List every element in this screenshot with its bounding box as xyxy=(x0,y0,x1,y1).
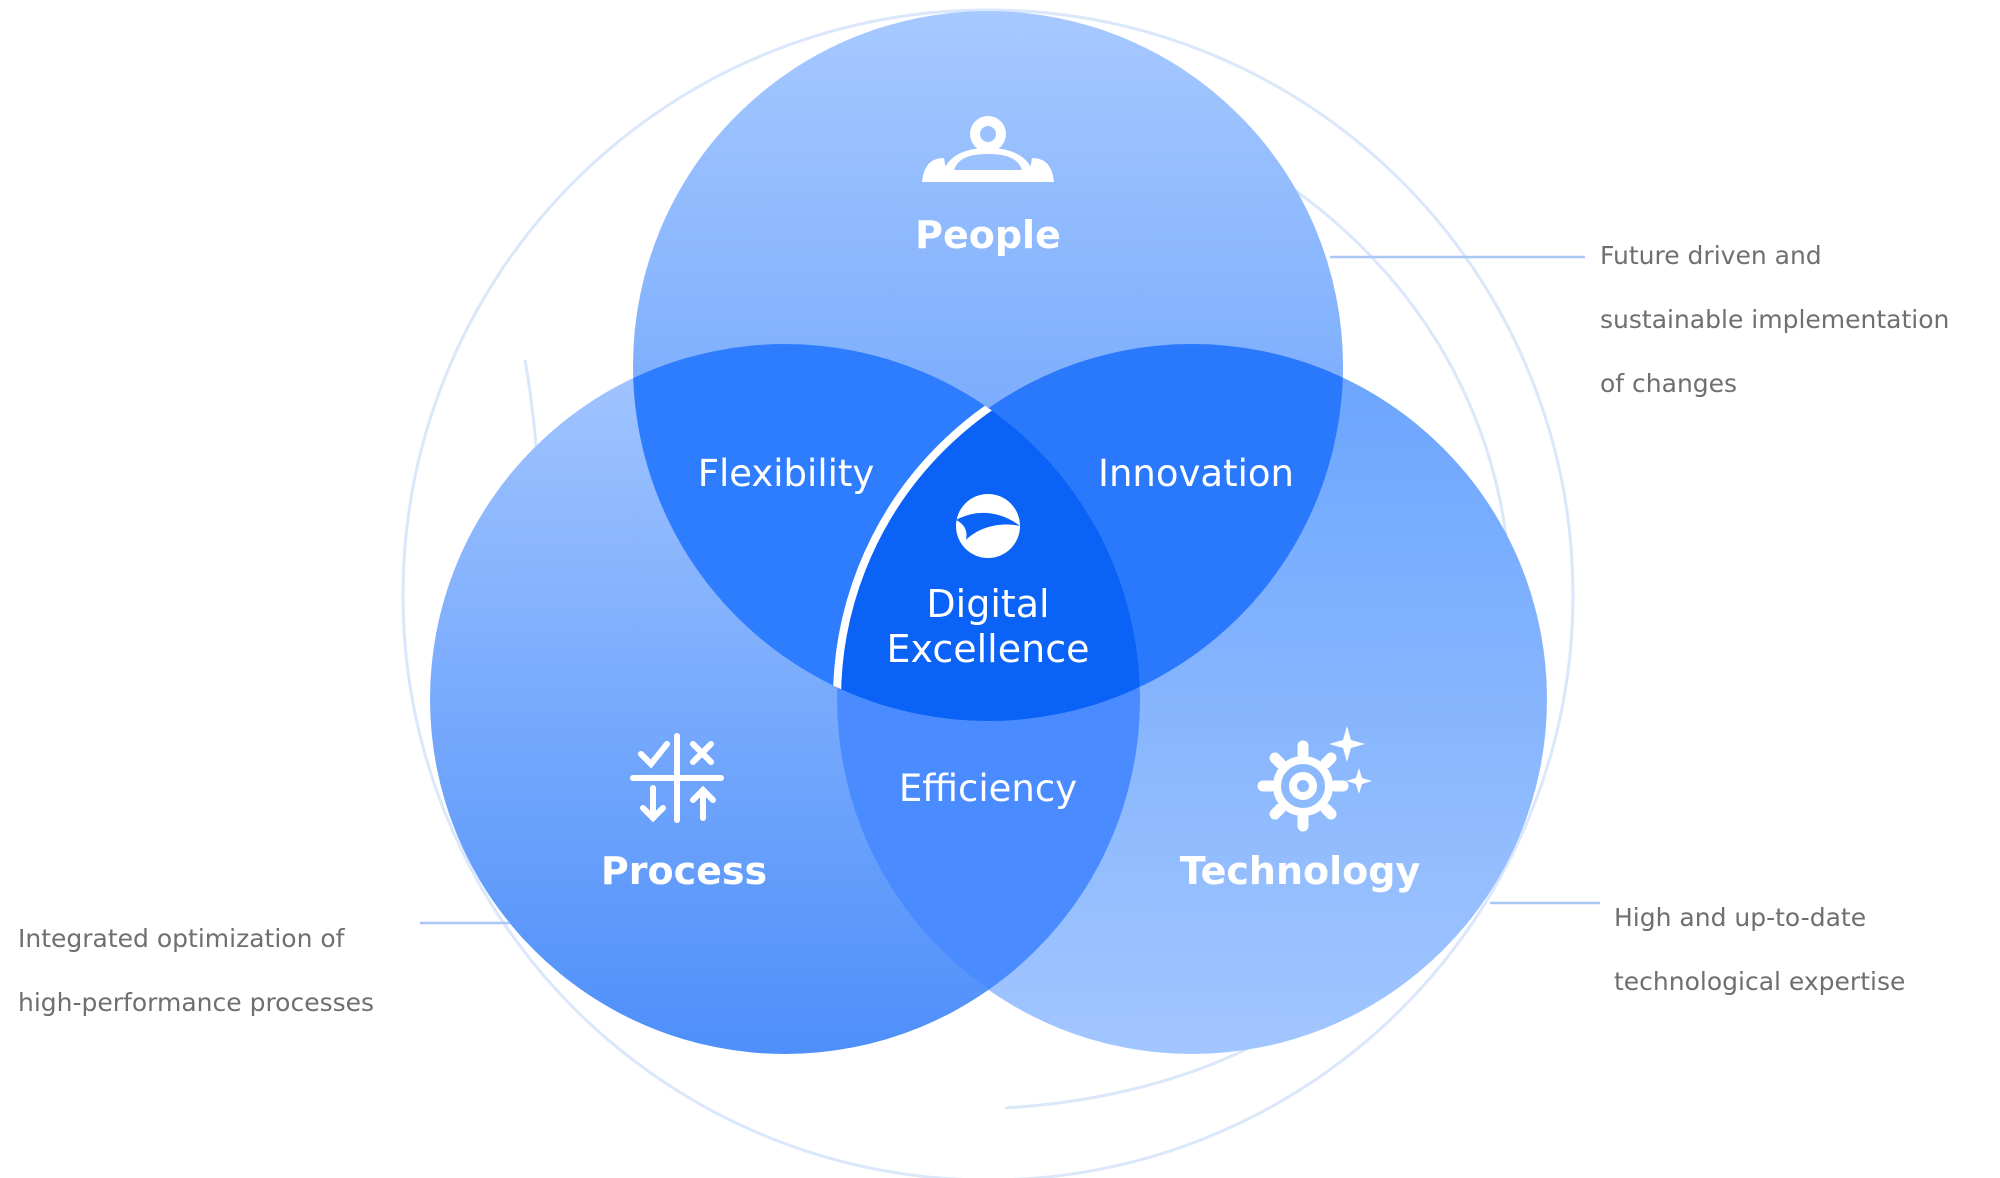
note-bottom-right-line: technological expertise xyxy=(1614,967,1906,996)
note-top-right-line: sustainable implementation xyxy=(1600,305,1950,334)
decision-cross-icon xyxy=(630,733,724,823)
arrow-logo-icon xyxy=(956,494,1020,558)
people-group-icon xyxy=(922,116,1054,182)
gear-sparkle-icon xyxy=(1257,726,1372,832)
efficiency-label: Efficiency xyxy=(899,767,1077,810)
note-top-right-line: Future driven and xyxy=(1600,241,1822,270)
process-title: Process xyxy=(601,849,767,893)
note-left-line: Integrated optimization of xyxy=(18,924,345,953)
center-label-line2: Excellence xyxy=(887,627,1090,671)
technology-title: Technology xyxy=(1180,849,1421,893)
flexibility-label: Flexibility xyxy=(698,452,875,495)
center-label-line1: Digital xyxy=(926,582,1049,626)
note-top-right-line: of changes xyxy=(1600,369,1738,398)
note-left-line: high-performance processes xyxy=(18,988,375,1017)
note-left: Integrated optimization of high-performa… xyxy=(18,891,374,1051)
note-bottom-right: High and up-to-date technological expert… xyxy=(1614,870,1905,1030)
innovation-label: Innovation xyxy=(1098,452,1294,495)
note-bottom-right-line: High and up-to-date xyxy=(1614,903,1867,932)
note-top-right: Future driven and sustainable implementa… xyxy=(1600,208,1949,432)
people-title: People xyxy=(915,213,1061,257)
